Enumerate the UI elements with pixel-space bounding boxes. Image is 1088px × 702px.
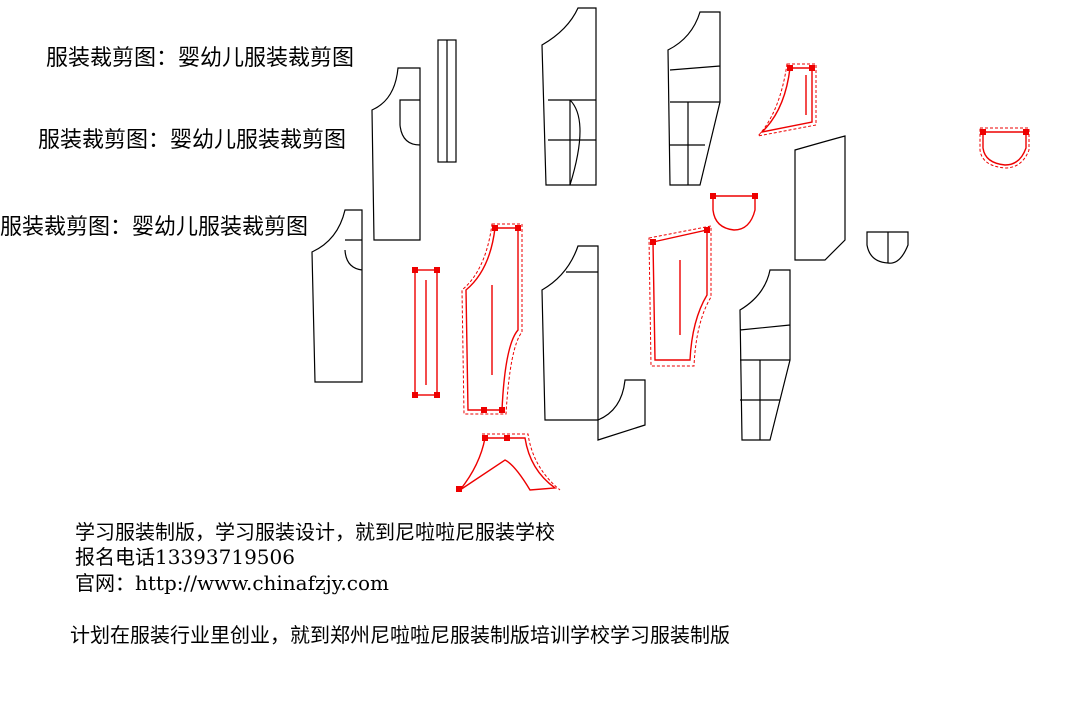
pattern-piece-front-left [371,67,421,241]
pattern-piece-gusset [597,379,646,441]
pattern-piece-trouser-3 [541,245,599,421]
pattern-piece-back-left [311,209,363,383]
cut-piece-crotch [456,433,561,492]
caption-3: 服装裁剪图：婴幼儿服装裁剪图 [0,215,309,240]
caption-1: 服装裁剪图：婴幼儿服装裁剪图 [46,46,355,71]
pattern-piece-trouser-4 [739,269,791,441]
info-phone-line: 报名电话13393719506 [75,545,295,569]
pattern-piece-pocket [866,231,909,264]
info-school-line: 学习服装制版，学习服装设计，就到尼啦啦尼服装学校 [75,520,555,544]
info-slogan-line: 计划在服装行业里创业，就到郑州尼啦啦尼服装制版培训学校学习服装制版 [70,623,730,647]
cut-piece-strip [412,267,440,398]
pattern-piece-sleeve [794,135,846,261]
caption-2: 服装裁剪图：婴幼儿服装裁剪图 [38,128,347,153]
cut-piece-front [461,223,523,415]
cut-piece-pocket-1 [710,193,758,231]
cut-piece-gusset-1 [756,63,817,137]
cut-piece-back [648,225,712,367]
cut-piece-pocket-2 [979,127,1030,169]
pattern-piece-trouser-2 [667,11,721,186]
info-website-line: 官网：http://www.chinafzjy.com [75,571,389,595]
pattern-piece-trouser-1 [541,7,597,186]
